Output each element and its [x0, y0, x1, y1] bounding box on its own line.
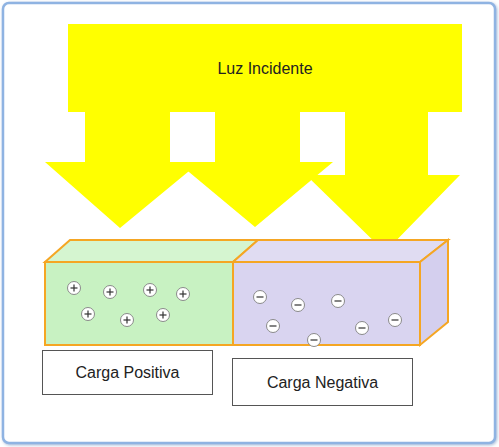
charge-circle: [332, 295, 345, 308]
charge-bar: [73, 285, 74, 292]
negative-charge: [389, 314, 402, 327]
block-side: [420, 240, 448, 345]
light-arrow: [177, 110, 333, 227]
negative-charge: [356, 322, 369, 335]
positive-region: [45, 262, 233, 345]
node-label: Carga Negativa: [267, 373, 378, 392]
light-arrow: [306, 110, 460, 252]
charge-circle: [177, 288, 190, 301]
charge-circle: [82, 308, 95, 321]
positive-charge: [68, 282, 81, 295]
charge-bar: [149, 287, 150, 294]
charges: [68, 282, 402, 347]
charge-bar: [311, 339, 318, 340]
charge-circle: [121, 314, 134, 327]
charge-bar: [182, 291, 183, 298]
positive-charge: [177, 288, 190, 301]
charge-circle: [144, 284, 157, 297]
charge-bar: [359, 327, 366, 328]
charge-bar: [392, 319, 399, 320]
negative-region: [233, 262, 420, 345]
block-top-positive: [45, 240, 258, 262]
charge-bar: [162, 312, 163, 319]
positive-charge: [144, 284, 157, 297]
light-band: Luz Incidente: [68, 24, 462, 112]
charge-circle: [267, 320, 280, 333]
frame: [3, 3, 495, 443]
charge-circle: [104, 286, 117, 299]
charge-circle: [389, 314, 402, 327]
charge-circle: [308, 334, 321, 347]
negative-charge: [254, 291, 267, 304]
block-top-negative: [233, 240, 448, 262]
charge-circle: [292, 299, 305, 312]
charge-circle: [356, 322, 369, 335]
charge-circle: [157, 309, 170, 322]
charge-bar: [257, 296, 264, 297]
label-box: Carga Negativa: [232, 358, 413, 406]
charge-circle: [254, 291, 267, 304]
positive-charge: [121, 314, 134, 327]
charge-bar: [87, 311, 88, 318]
negative-charge: [292, 299, 305, 312]
negative-charge: [267, 320, 280, 333]
charge-bar: [295, 304, 302, 305]
positive-charge: [104, 286, 117, 299]
node-label: Luz Incidente: [217, 59, 312, 78]
positive-charge: [157, 309, 170, 322]
charge-bar: [270, 325, 277, 326]
charge-bar: [335, 300, 342, 301]
node-label: Carga Positiva: [75, 363, 179, 382]
charge-circle: [68, 282, 81, 295]
label-box: Carga Positiva: [42, 350, 213, 395]
light-arrow: [45, 110, 200, 228]
charge-bar: [126, 317, 127, 324]
charge-bar: [109, 289, 110, 296]
negative-charge: [308, 334, 321, 347]
positive-charge: [82, 308, 95, 321]
negative-charge: [332, 295, 345, 308]
